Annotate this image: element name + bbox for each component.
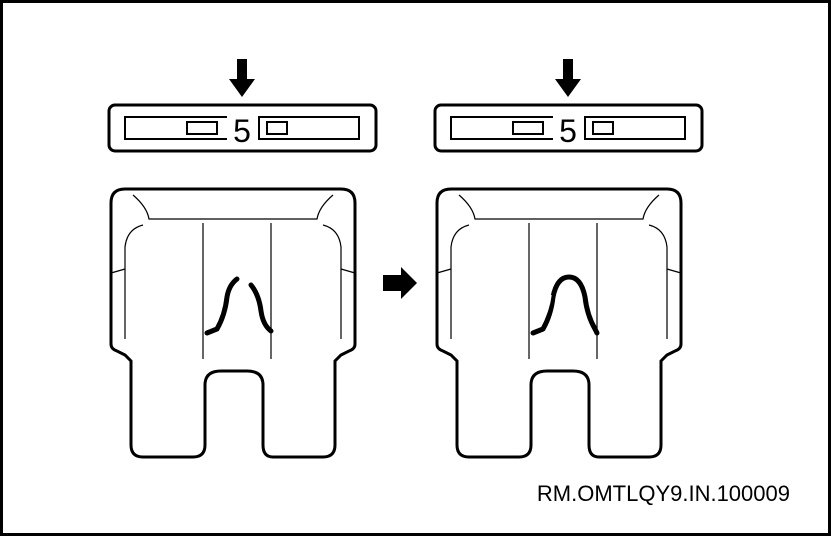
fuse-rating-label-left: 5 [233,113,251,149]
fuse-top-view-left: 5 [107,57,378,153]
fuse-body-right [435,187,683,459]
broken-element-right [248,282,274,334]
reference-code: RM.OMTLQY9.IN.100009 [536,481,790,506]
fuse-diagram: 5 5 [107,57,704,459]
intact-element [530,274,600,336]
right-arrow-icon [383,267,417,299]
fuse-body-left [109,187,357,459]
fuse-rating-label-right: 5 [559,113,577,149]
broken-element-left [204,276,240,336]
fuse-top-view-right: 5 [433,57,704,153]
